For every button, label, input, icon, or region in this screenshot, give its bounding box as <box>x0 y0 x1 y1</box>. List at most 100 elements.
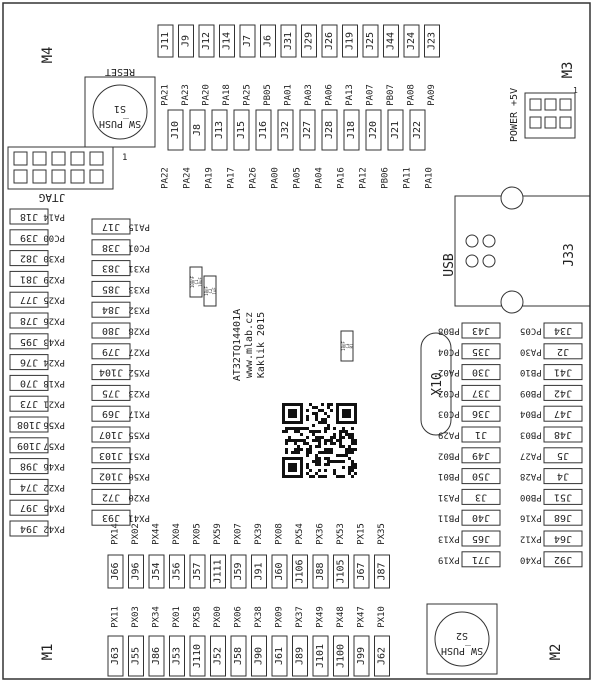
jumper-j92[interactable]: J92 <box>543 551 583 568</box>
jumper-j51[interactable]: J51 <box>543 488 583 505</box>
jumper-j38[interactable]: J38 <box>91 239 131 256</box>
jumper-j42[interactable]: J42 <box>543 384 583 401</box>
jumper-j41[interactable]: J41 <box>543 364 583 381</box>
jumper-j53[interactable]: J53 <box>169 635 185 677</box>
jumper-j80[interactable]: J80 <box>91 322 131 339</box>
jumper-j105[interactable]: J105 <box>333 554 349 589</box>
usb-connector[interactable]: USB J33 <box>442 186 591 314</box>
jumper-j9[interactable]: J9 <box>178 24 194 58</box>
jumper-j34[interactable]: J34 <box>543 322 583 339</box>
jumper-j68[interactable]: J68 <box>543 509 583 526</box>
jumper-j85[interactable]: J85 <box>91 280 131 297</box>
jumper-j101[interactable]: J101 <box>312 635 329 677</box>
jumper-j103[interactable]: J103 <box>91 447 131 464</box>
jumper-j31[interactable]: J31 <box>280 24 297 58</box>
jumper-j72[interactable]: J72 <box>91 488 131 505</box>
jumper-j35[interactable]: J35 <box>461 343 501 360</box>
jumper-j24[interactable]: J24 <box>403 24 420 58</box>
jumper-j59[interactable]: J59 <box>230 554 247 589</box>
jumper-j83[interactable]: J83 <box>91 260 131 277</box>
jumper-j44[interactable]: J44 <box>383 24 399 58</box>
jumper-j107[interactable]: J107 <box>91 426 131 443</box>
jumper-j79[interactable]: J79 <box>91 343 131 360</box>
jumper-j58[interactable]: J58 <box>230 635 247 677</box>
jumper-j52[interactable]: J52 <box>210 635 226 677</box>
jumper-j12[interactable]: J12 <box>198 24 215 58</box>
jumper-j49[interactable]: J49 <box>461 447 501 464</box>
jumper-j8[interactable]: J8 <box>189 109 206 151</box>
jumper-j18[interactable]: J18 <box>343 109 360 151</box>
jumper-j82[interactable]: J82 <box>9 250 49 267</box>
jumper-j77[interactable]: J77 <box>9 291 49 308</box>
jumper-j62[interactable]: J62 <box>374 635 390 677</box>
jumper-j90[interactable]: J90 <box>251 635 267 677</box>
jumper-j29[interactable]: J29 <box>301 24 317 58</box>
jumper-j18[interactable]: J18 <box>9 208 49 225</box>
jumper-j86[interactable]: J86 <box>148 635 165 677</box>
jumper-j70[interactable]: J70 <box>9 374 49 391</box>
jumper-j30[interactable]: J30 <box>461 364 501 381</box>
jumper-j89[interactable]: J89 <box>292 635 308 677</box>
jumper-j15[interactable]: J15 <box>233 109 250 151</box>
jumper-j99[interactable]: J99 <box>353 635 370 677</box>
jumper-j2[interactable]: J2 <box>543 343 583 360</box>
jumper-j60[interactable]: J60 <box>271 554 288 589</box>
jumper-j11[interactable]: J11 <box>157 24 174 58</box>
jumper-j73[interactable]: J73 <box>9 395 49 412</box>
jumper-j100[interactable]: J100 <box>333 635 349 677</box>
jumper-j7[interactable]: J7 <box>239 24 256 58</box>
jumper-j14[interactable]: J14 <box>219 24 235 58</box>
jumper-j39[interactable]: J39 <box>9 229 49 246</box>
jumper-j27[interactable]: J27 <box>299 109 316 151</box>
jumper-j20[interactable]: J20 <box>365 109 382 151</box>
jumper-j111[interactable]: J111 <box>210 554 226 589</box>
jumper-j106[interactable]: J106 <box>292 554 308 589</box>
jumper-j48[interactable]: J48 <box>543 426 583 443</box>
jumper-j6[interactable]: J6 <box>260 24 276 58</box>
jumper-j91[interactable]: J91 <box>251 554 267 589</box>
jumper-j21[interactable]: J21 <box>387 109 404 151</box>
jumper-j61[interactable]: J61 <box>271 635 288 677</box>
jumper-j63[interactable]: J63 <box>107 635 124 677</box>
jumper-j10[interactable]: J10 <box>167 109 184 151</box>
jumper-j16[interactable]: J16 <box>255 109 272 151</box>
jumper-j23[interactable]: J23 <box>424 24 440 58</box>
jumper-j104[interactable]: J104 <box>91 364 131 381</box>
jumper-j81[interactable]: J81 <box>9 270 49 287</box>
jumper-j98[interactable]: J98 <box>9 458 49 475</box>
jumper-j76[interactable]: J76 <box>9 354 49 371</box>
push-button-s2[interactable]: SW_PUSH S2 <box>426 603 498 675</box>
jumper-j69[interactable]: J69 <box>91 405 131 422</box>
reset-button[interactable]: RESET SW_PUSH S1 <box>84 66 156 148</box>
jumper-j87[interactable]: J87 <box>374 554 390 589</box>
jumper-j36[interactable]: J36 <box>461 405 501 422</box>
jumper-j84[interactable]: J84 <box>91 301 131 318</box>
jumper-j65[interactable]: J65 <box>461 530 501 547</box>
jumper-j71[interactable]: J71 <box>461 551 501 568</box>
jumper-j43[interactable]: J43 <box>461 322 501 339</box>
jumper-j26[interactable]: J26 <box>321 24 338 58</box>
jumper-j54[interactable]: J54 <box>148 554 165 589</box>
jumper-j5[interactable]: J5 <box>543 447 583 464</box>
jumper-j37[interactable]: J37 <box>461 384 501 401</box>
jumper-j57[interactable]: J57 <box>189 554 206 589</box>
jumper-j25[interactable]: J25 <box>362 24 379 58</box>
jumper-j17[interactable]: J17 <box>91 218 131 235</box>
jumper-j40[interactable]: J40 <box>461 509 501 526</box>
jumper-j97[interactable]: J97 <box>9 499 49 516</box>
jumper-j32[interactable]: J32 <box>277 109 294 151</box>
jumper-j22[interactable]: J22 <box>409 109 426 151</box>
jumper-j78[interactable]: J78 <box>9 312 49 329</box>
jumper-j75[interactable]: J75 <box>91 384 131 401</box>
jumper-j56[interactable]: J56 <box>169 554 185 589</box>
jumper-j95[interactable]: J95 <box>9 333 49 350</box>
jumper-j74[interactable]: J74 <box>9 478 49 495</box>
jumper-j108[interactable]: J108 <box>9 416 49 433</box>
jumper-j64[interactable]: J64 <box>543 530 583 547</box>
jumper-j102[interactable]: J102 <box>91 468 131 485</box>
jumper-j47[interactable]: J47 <box>543 405 583 422</box>
jumper-j109[interactable]: J109 <box>9 437 49 454</box>
jumper-j88[interactable]: J88 <box>312 554 329 589</box>
jumper-j4[interactable]: J4 <box>543 468 583 485</box>
jumper-j28[interactable]: J28 <box>321 109 338 151</box>
